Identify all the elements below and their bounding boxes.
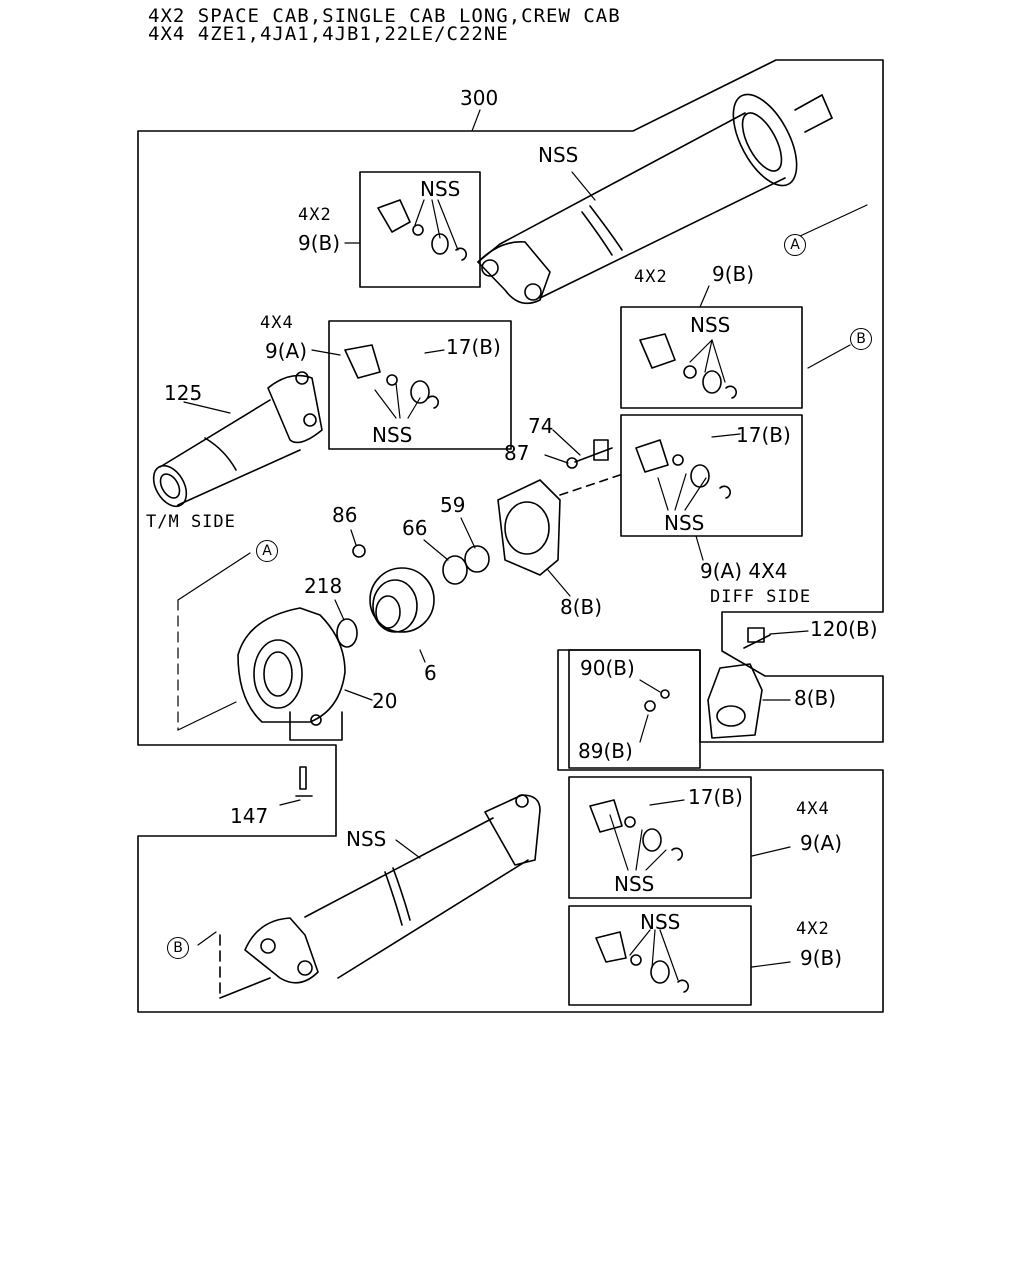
label-9b-box3: 9(B): [712, 262, 755, 286]
ujoint-box-4x2-top: [359, 171, 481, 288]
ref-marker-b-bottom: B: [167, 937, 189, 959]
label-9a-box2: 9(A): [265, 339, 308, 363]
bolt-147: [299, 766, 307, 790]
label-218: 218: [304, 574, 343, 598]
label-nss-box5: NSS: [614, 872, 655, 896]
label-nss-box2: NSS: [372, 423, 413, 447]
label-90b: 90(B): [580, 656, 635, 680]
label-87: 87: [504, 441, 530, 465]
label-74: 74: [528, 414, 554, 438]
label-9b-box1: 9(B): [298, 231, 341, 255]
ujoint-glyphs: [344, 199, 738, 993]
label-8b-flange: 8(B): [560, 595, 603, 619]
label-nss-shaft-top: NSS: [538, 143, 579, 167]
label-4x2-box1: 4X2: [298, 205, 332, 225]
label-8b-yoke: 8(B): [794, 686, 837, 710]
center-bearing-assembly: [237, 439, 621, 741]
label-nss-box3: NSS: [690, 313, 731, 337]
label-diff-side: DIFF SIDE: [710, 587, 812, 607]
ref-marker-a-top: A: [784, 234, 806, 256]
flange-yoke-8b: [707, 663, 763, 739]
ujoint-box-4x4-diff: [620, 414, 803, 537]
diagram-title-line-1: 4X2 SPACE CAB,SINGLE CAB LONG,CREW CAB: [148, 5, 621, 27]
label-4x4-box5: 4X4: [796, 799, 830, 819]
label-120b: 120(B): [810, 617, 878, 641]
ref-marker-a-left: A: [256, 540, 278, 562]
label-86: 86: [332, 503, 358, 527]
label-125: 125: [164, 381, 203, 405]
intermediate-propeller-shaft: [219, 794, 541, 999]
yoke-box: [568, 649, 701, 769]
assembly-outline: [137, 59, 884, 1013]
rear-propeller-shaft-125: [152, 371, 323, 508]
leader-lines: [177, 109, 868, 981]
label-20: 20: [372, 689, 398, 713]
label-59: 59: [440, 493, 466, 517]
label-9b-box6: 9(B): [800, 946, 843, 970]
label-nss-shaft-bottom: NSS: [346, 827, 387, 851]
label-4x2-box6: 4X2: [796, 919, 830, 939]
label-nss-box6: NSS: [640, 910, 681, 934]
ujoint-box-4x4-bottom: [568, 776, 752, 899]
label-17b-box2: 17(B): [446, 335, 501, 359]
diagram-title-line-2: 4X4 4ZE1,4JA1,4JB1,22LE/C22NE: [148, 23, 509, 45]
label-nss-box4: NSS: [664, 511, 705, 535]
label-89b: 89(B): [578, 739, 633, 763]
label-4x2-box3: 4X2: [634, 267, 668, 287]
label-17b-box5: 17(B): [688, 785, 743, 809]
label-66: 66: [402, 516, 428, 540]
ujoint-box-4x2-right: [620, 306, 803, 409]
label-9a-box5: 9(A): [800, 831, 843, 855]
label-147: 147: [230, 804, 269, 828]
label-6: 6: [424, 661, 437, 685]
label-300: 300: [460, 86, 499, 110]
label-nss-box1: NSS: [420, 177, 461, 201]
label-9a-4x4-box4: 9(A) 4X4: [700, 559, 788, 583]
label-tm-side: T/M SIDE: [146, 512, 236, 532]
ujoint-box-4x4-left: [328, 320, 512, 450]
label-17b-box4: 17(B): [736, 423, 791, 447]
front-propeller-shaft: [477, 93, 833, 305]
ref-marker-b-right: B: [850, 328, 872, 350]
ujoint-box-4x2-bottom: [568, 905, 752, 1006]
label-4x4-box2: 4X4: [260, 313, 294, 333]
